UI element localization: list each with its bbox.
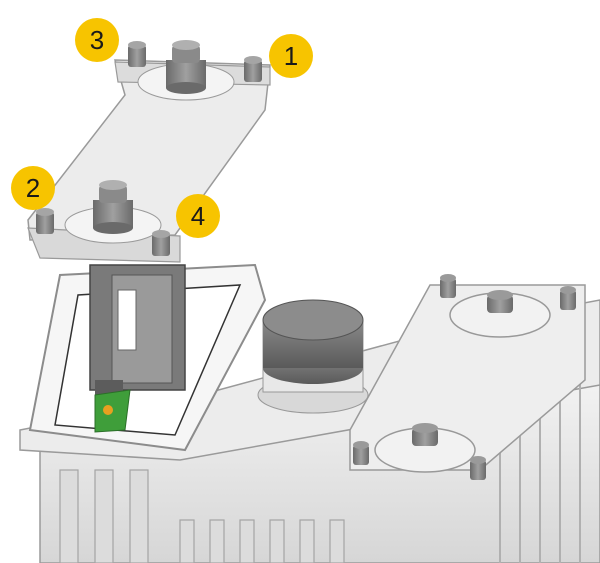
hex-bolt-icon <box>412 423 438 446</box>
fuse-holder-icon <box>89 264 186 410</box>
callout-1: 1 <box>269 34 313 78</box>
cooling-fins <box>59 469 345 563</box>
hex-bolt-icon <box>128 41 146 67</box>
lifted-lid <box>27 59 271 263</box>
hex-bolt-icon <box>440 274 456 298</box>
callout-label: 1 <box>284 41 298 71</box>
right-cover-block <box>349 284 586 473</box>
hex-bolt-icon <box>353 441 369 465</box>
hex-bolt-icon <box>36 208 54 234</box>
cylindrical-cap <box>257 299 369 414</box>
callout-2: 2 <box>11 166 55 210</box>
lid-bolts <box>36 40 262 256</box>
callout-label: 3 <box>90 25 104 55</box>
knob-icon <box>166 40 206 94</box>
knob-icon <box>93 180 133 234</box>
callout-4: 4 <box>176 194 220 238</box>
hex-bolt-icon <box>244 56 262 82</box>
callout-label: 2 <box>26 173 40 203</box>
callout-3: 3 <box>75 18 119 62</box>
hex-bolt-icon-group <box>353 274 576 480</box>
hex-bolt-icon <box>470 456 486 480</box>
hex-bolt-icon <box>152 230 170 256</box>
hex-bolt-icon <box>487 290 513 313</box>
circuit-board-icon <box>94 389 131 433</box>
hex-bolt-icon <box>560 286 576 310</box>
callout-label: 4 <box>191 201 205 231</box>
